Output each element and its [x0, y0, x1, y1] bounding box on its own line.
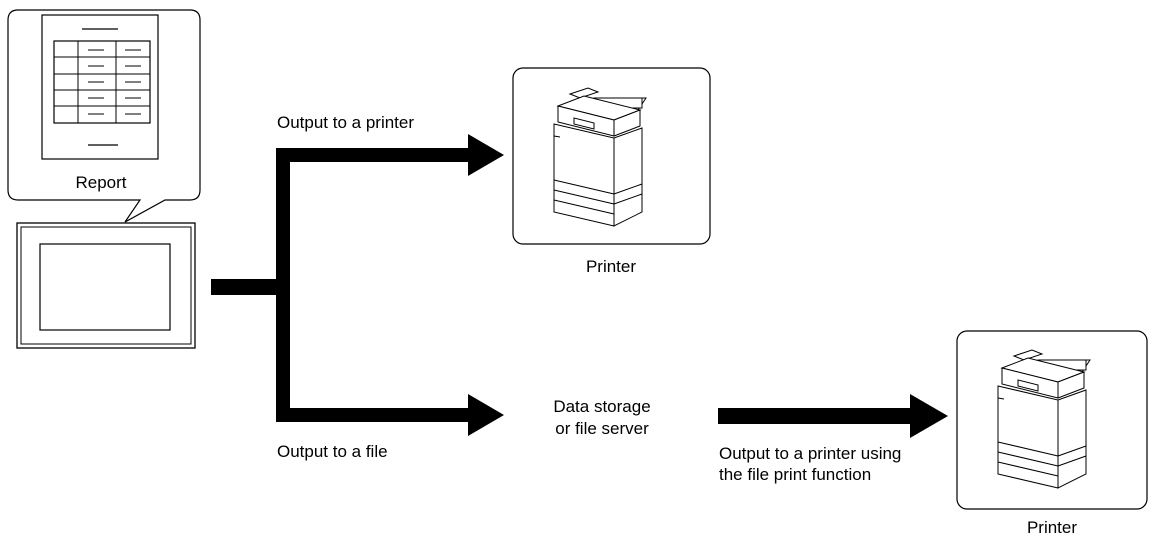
printer-icon [997, 349, 1091, 489]
report-bubble: Report [7, 9, 201, 223]
report-label: Report [75, 173, 126, 192]
file-print-label-line2: the file print function [719, 465, 871, 484]
printer-bottom-label: Printer [1027, 518, 1077, 537]
file-arrowhead [468, 394, 504, 436]
output-to-printer-label: Output to a printer [277, 113, 414, 132]
printer-icon [553, 87, 647, 227]
output-to-file-label: Output to a file [277, 442, 388, 461]
printer-bottom: Printer [956, 330, 1148, 537]
printer-top-label: Printer [586, 257, 636, 276]
file-print-arrow [718, 394, 948, 438]
printer-top: Printer [512, 67, 711, 276]
report-document-icon [41, 14, 159, 160]
storage-label-line1: Data storage [553, 397, 650, 416]
file-print-label-line1: Output to a printer using [719, 444, 901, 463]
storage-label-line2: or file server [555, 419, 649, 438]
output-branch-connector [211, 134, 504, 436]
printer-arrowhead [468, 134, 504, 176]
panel-device-icon [16, 222, 196, 349]
